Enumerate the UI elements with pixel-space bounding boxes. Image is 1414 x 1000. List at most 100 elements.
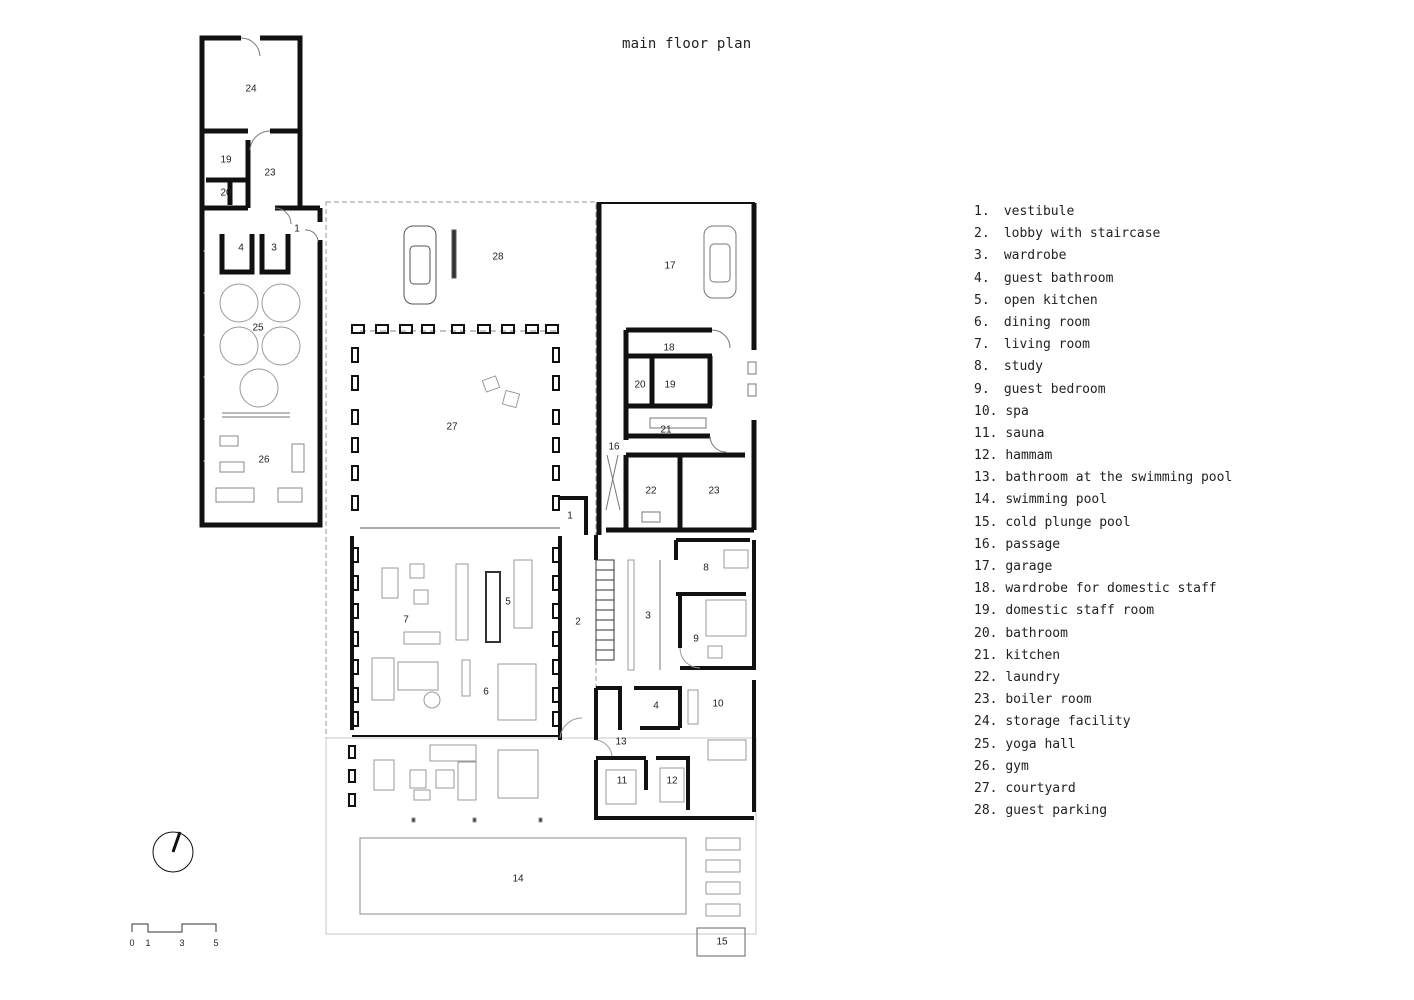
pillar: [477, 324, 491, 334]
pillar: [375, 324, 389, 334]
pillar: [545, 324, 559, 334]
legend-item-label: laundry: [1005, 669, 1061, 685]
legend-item: 25. yoga hall: [974, 734, 1232, 756]
legend-item: 9. guest bedroom: [974, 379, 1232, 401]
room-label-16: 16: [608, 442, 620, 453]
pillar: [552, 495, 560, 511]
room-label-4a: 4: [238, 243, 244, 254]
legend-item: 6. dining room: [974, 312, 1232, 334]
legend-item-label: sauna: [1005, 425, 1045, 441]
legend-item-label: vestibule: [1003, 204, 1075, 219]
legend-item: 24. storage facility: [974, 711, 1232, 733]
legend-item-number: 6.: [974, 314, 990, 330]
room-label-12: 12: [666, 776, 678, 787]
terrace-outline: [325, 737, 757, 935]
legend-item-label: guest bedroom: [1003, 381, 1106, 397]
legend-item: 10. spa: [974, 401, 1232, 423]
faint-outlines: [325, 201, 757, 957]
legend-item-label: yoga hall: [1005, 736, 1076, 752]
legend-item-label: storage facility: [1005, 714, 1131, 730]
legend-item: 13. bathroom at the swimming pool: [974, 467, 1232, 489]
legend-item-label: guest bathroom: [1003, 270, 1114, 286]
annex-walls: [199, 35, 323, 528]
legend-item-number: 20.: [974, 625, 998, 641]
legend-item: 5. open kitchen: [974, 290, 1232, 312]
legend-item-label: kitchen: [1005, 647, 1061, 663]
east-wing-walls: [594, 538, 756, 820]
room-label-1a: 1: [294, 224, 300, 235]
room-label-9: 9: [693, 634, 699, 645]
room-label-6: 6: [483, 687, 489, 698]
legend-item-number: 3.: [974, 248, 990, 264]
legend-item-number: 19.: [974, 603, 998, 619]
parked-car-garage: [703, 225, 737, 299]
legend-item: 22. laundry: [974, 667, 1232, 689]
pillar: [348, 745, 356, 759]
gym-equipment: [215, 435, 305, 503]
legend-item-number: 5.: [974, 292, 990, 308]
pillar: [399, 324, 413, 334]
room-label-3b: 3: [645, 611, 651, 622]
room-label-28: 28: [492, 252, 504, 263]
legend-item-number: 10.: [974, 403, 998, 419]
room-label-20a: 20: [220, 188, 232, 199]
pillar: [351, 409, 359, 425]
room-label-20b: 20: [634, 380, 646, 391]
legend-item-label: bathroom at the swimming pool: [1005, 470, 1233, 486]
legend-item-number: 27.: [974, 780, 998, 796]
living-furniture: [371, 559, 537, 721]
pillar: [525, 324, 539, 334]
legend-item: 19. domestic staff room: [974, 600, 1232, 622]
legend-item: 8. study: [974, 356, 1232, 378]
legend-item-number: 11.: [974, 425, 998, 441]
legend-item-number: 13.: [974, 470, 998, 486]
legend-item: 21. kitchen: [974, 645, 1232, 667]
legend-item-label: swimming pool: [1005, 492, 1108, 508]
room-label-11: 11: [617, 776, 628, 787]
pillar: [351, 437, 359, 453]
pillar: [351, 465, 359, 481]
room-label-8: 8: [703, 563, 709, 574]
legend-item-label: wardrobe for domestic staff: [1005, 581, 1217, 597]
legend-item-number: 4.: [974, 270, 990, 286]
legend-item: 23. boiler room: [974, 689, 1232, 711]
legend-item: 11. sauna: [974, 423, 1232, 445]
room-label-17: 17: [664, 261, 676, 272]
legend-item-number: 28.: [974, 803, 998, 819]
courtyard-pillars: [348, 324, 560, 807]
legend-item-label: gym: [1005, 758, 1029, 774]
legend-item: 28. guest parking: [974, 800, 1232, 822]
pillar: [351, 375, 359, 391]
room-label-24: 24: [245, 84, 257, 95]
legend-item: 3. wardrobe: [974, 245, 1232, 267]
legend-item-number: 18.: [974, 581, 998, 597]
pillar: [351, 495, 359, 511]
pillar: [552, 465, 560, 481]
scale-tick-5: 5: [213, 938, 218, 948]
legend-item: 7. living room: [974, 334, 1232, 356]
legend-item: 26. gym: [974, 756, 1232, 778]
legend-item-label: courtyard: [1005, 780, 1076, 796]
room-label-19b: 19: [664, 380, 676, 391]
room-label-18: 18: [663, 343, 675, 354]
parking-zone-dashed-outline: [325, 201, 597, 739]
room-label-1b: 1: [567, 511, 573, 522]
legend-item-number: 23.: [974, 692, 998, 708]
pillar: [552, 437, 560, 453]
legend-item: 2. lobby with staircase: [974, 223, 1232, 245]
legend-item-label: hammam: [1005, 448, 1053, 464]
scale-bar: [131, 923, 217, 933]
legend-item: 15. cold plunge pool: [974, 512, 1232, 534]
swimming-pool-outline: [359, 837, 687, 915]
legend-item-label: boiler room: [1005, 692, 1092, 708]
legend-item: 4. guest bathroom: [974, 268, 1232, 290]
pillar: [351, 347, 359, 363]
scale-tick-1: 1: [145, 938, 150, 948]
pillar: [552, 409, 560, 425]
room-label-5: 5: [505, 597, 511, 608]
legend-item-number: 15.: [974, 514, 998, 530]
room-label-23a: 23: [264, 168, 276, 179]
legend-item-label: garage: [1005, 559, 1053, 574]
legend-item: 18. wardrobe for domestic staff: [974, 578, 1232, 600]
